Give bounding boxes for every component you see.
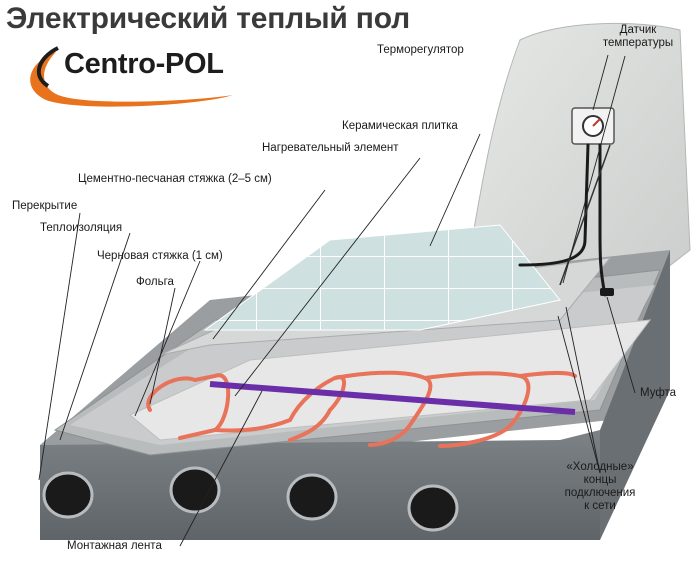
label-sensor-line2: температуры	[602, 37, 674, 49]
sensor-wire	[559, 144, 611, 286]
tile-surface	[203, 224, 561, 331]
label-insulation: Теплоизоляция	[40, 222, 123, 234]
leader-lines	[38, 54, 636, 547]
cold-end-wires	[518, 143, 607, 297]
logo-swoosh-icon	[30, 46, 234, 107]
label-rough-screed: Черновая стяжка (1 см)	[97, 250, 223, 262]
heating-cable	[146, 370, 577, 448]
label-slab: Перекрытие	[12, 200, 78, 212]
foil-layer	[129, 319, 652, 441]
label-cold-ends-line1: «Холодные»	[566, 461, 634, 473]
label-ceramic-tile: Керамическая плитка	[342, 120, 458, 132]
label-mounting-tape: Монтажная лента	[67, 540, 162, 552]
slab-hollow-cores	[42, 466, 459, 532]
label-cold-ends-line4: к сети	[584, 500, 616, 512]
label-cold-ends: «Холодные» концы подключения к сети	[560, 461, 640, 513]
mounting-tape	[209, 381, 576, 415]
label-sensor: Датчик температуры	[588, 24, 688, 50]
thermostat-device	[571, 107, 615, 145]
slab-side	[600, 250, 670, 540]
logo: Centro-POL	[18, 40, 248, 110]
label-heating-element: Нагревательный элемент	[262, 142, 399, 154]
coupling-part	[600, 288, 614, 296]
label-foil: Фольга	[136, 276, 174, 288]
label-cold-ends-line2: концы	[583, 474, 617, 486]
label-thermostat: Терморегулятор	[377, 44, 464, 56]
label-screed: Цементно-песчаная стяжка (2–5 см)	[78, 173, 272, 185]
label-coupling: Муфта	[640, 387, 677, 399]
logo-text: Centro-POL	[64, 48, 224, 80]
label-sensor-line1: Датчик	[619, 24, 657, 36]
page-title: Электрический теплый пол	[6, 2, 410, 35]
label-cold-ends-line3: подключения	[564, 487, 636, 499]
